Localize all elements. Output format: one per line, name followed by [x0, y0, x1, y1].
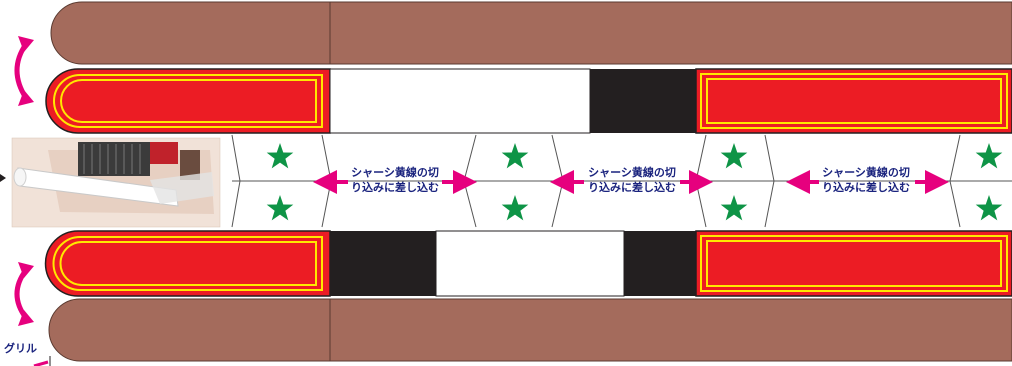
top-right-yellow-outline-outer: [700, 73, 1008, 129]
bottom-brown-right-panel: [329, 298, 1012, 362]
bottom-right-yellow-outline-outer: [700, 235, 1008, 292]
star-icon: [266, 143, 294, 169]
top-brown-right-panel: [329, 1, 1012, 65]
instruction-1: シャーシ黄線の切 り込みに差し込む: [313, 165, 477, 194]
star-icon: [975, 143, 1003, 169]
top-left-red-panel: [45, 68, 331, 134]
triangle-pointer-icon: [0, 174, 6, 182]
instruction-2: シャーシ黄線の切 り込みに差し込む: [550, 165, 713, 194]
star-icon: [501, 143, 529, 169]
bottom-right-yellow-outline-inner: [706, 240, 1002, 287]
photo-grille: [78, 142, 150, 176]
grill-pointer-arrow: [33, 360, 49, 366]
top-right-yellow-outline-inner: [706, 78, 1002, 124]
top-black-panel: [590, 69, 696, 133]
top-left-yellow-outline-inner: [60, 79, 317, 123]
star-icon: [975, 195, 1003, 221]
bottom-black-panel-right: [624, 231, 696, 296]
star-icon: [720, 143, 748, 169]
instruction-1-line1: シャーシ黄線の切: [351, 165, 439, 179]
bottom-white-panel: [435, 230, 625, 297]
star-icon: [720, 195, 748, 221]
grill-label: グリル: [4, 341, 37, 355]
instruction-3-line1: シャーシ黄線の切: [822, 165, 910, 179]
star-icon: [266, 195, 294, 221]
top-left-yellow-outline-outer: [53, 74, 323, 128]
instruction-1-line2: り込みに差し込む: [351, 180, 439, 194]
bottom-brown-left-panel: [48, 298, 331, 362]
star-icon: [501, 195, 529, 221]
bottom-black-panel-left: [330, 231, 436, 296]
bottom-left-yellow-outline-outer: [52, 236, 323, 291]
instruction-3-line2: り込みに差し込む: [822, 180, 910, 194]
curved-arrow-icon: [14, 36, 34, 106]
bottom-left-red-panel: [44, 230, 331, 297]
instruction-3: シャーシ黄線の切 り込みに差し込む: [786, 165, 949, 194]
top-white-panel: [329, 68, 591, 134]
assembly-photo: [11, 137, 221, 228]
curved-arrow-icon: [14, 262, 34, 326]
instruction-2-line2: り込みに差し込む: [588, 180, 676, 194]
instruction-2-line1: シャーシ黄線の切: [588, 165, 676, 179]
top-brown-left-panel: [50, 1, 331, 65]
bottom-left-yellow-outline-inner: [59, 241, 317, 286]
